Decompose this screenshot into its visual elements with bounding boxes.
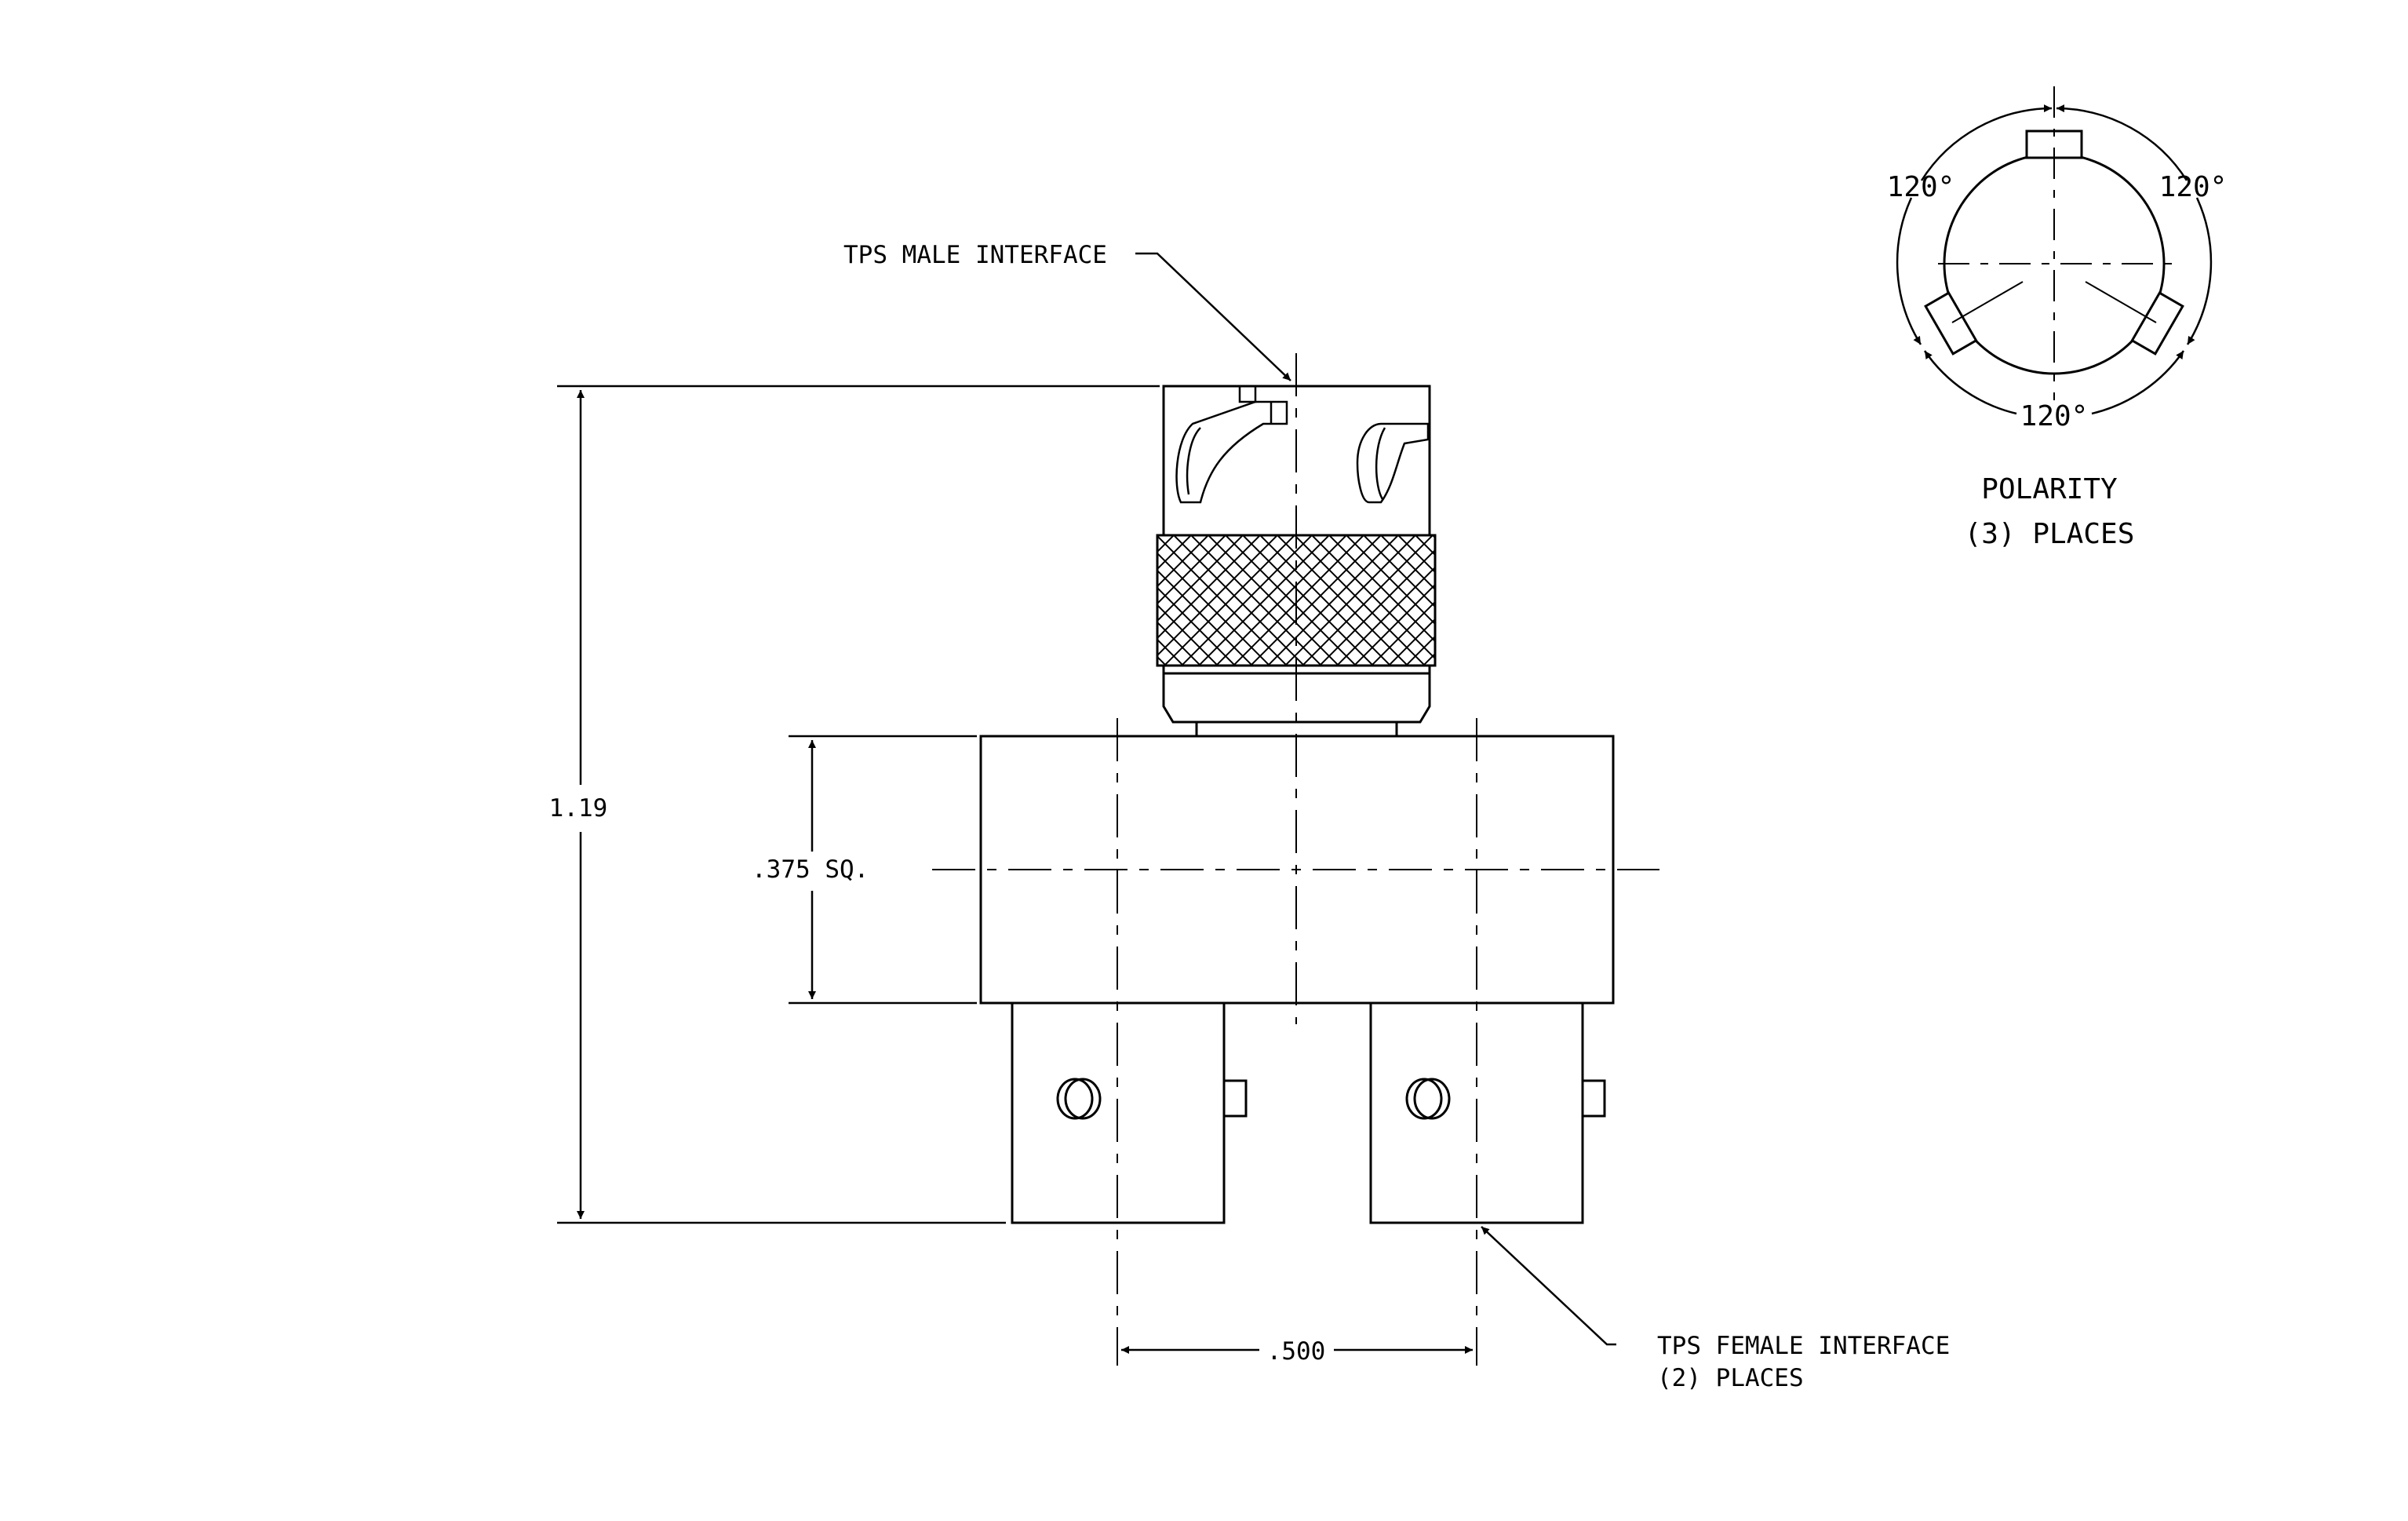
polarity-key-left	[1924, 291, 1978, 356]
polarity-places: (3) PLACES	[1965, 518, 2135, 550]
polarity-title: POLARITY	[1981, 473, 2118, 505]
male-interface-label: TPS MALE INTERFACE	[843, 241, 1107, 269]
female-interface-places: (2) PLACES	[1657, 1364, 1804, 1392]
bayonet-slot-left	[1175, 386, 1288, 504]
dimension-lines	[557, 252, 1616, 1354]
overall-height-dim: 1.19	[549, 794, 608, 823]
female-interface-label: TPS FEMALE INTERFACE	[1657, 1332, 1950, 1360]
female-interface-left	[1011, 1001, 1248, 1224]
polarity-key-right	[2130, 291, 2184, 356]
polarity-angle-right: 120°	[2159, 171, 2228, 203]
female-spacing-dim: .500	[1267, 1337, 1326, 1366]
polarity-angle-left: 120°	[1887, 171, 1955, 203]
polarity-angle-arcs	[1896, 104, 2213, 415]
center-lines	[932, 353, 1659, 1366]
body-square-dim: .375 SQ.	[752, 855, 869, 884]
polarity-angle-bottom: 120°	[2020, 400, 2089, 432]
bayonet-slot-right	[1356, 422, 1430, 504]
annotations: TPS MALE INTERFACE 1.19 .375 SQ. .500 TP…	[549, 171, 2228, 1392]
female-interface-right	[1369, 1001, 1606, 1224]
polarity-view	[1924, 86, 2184, 400]
